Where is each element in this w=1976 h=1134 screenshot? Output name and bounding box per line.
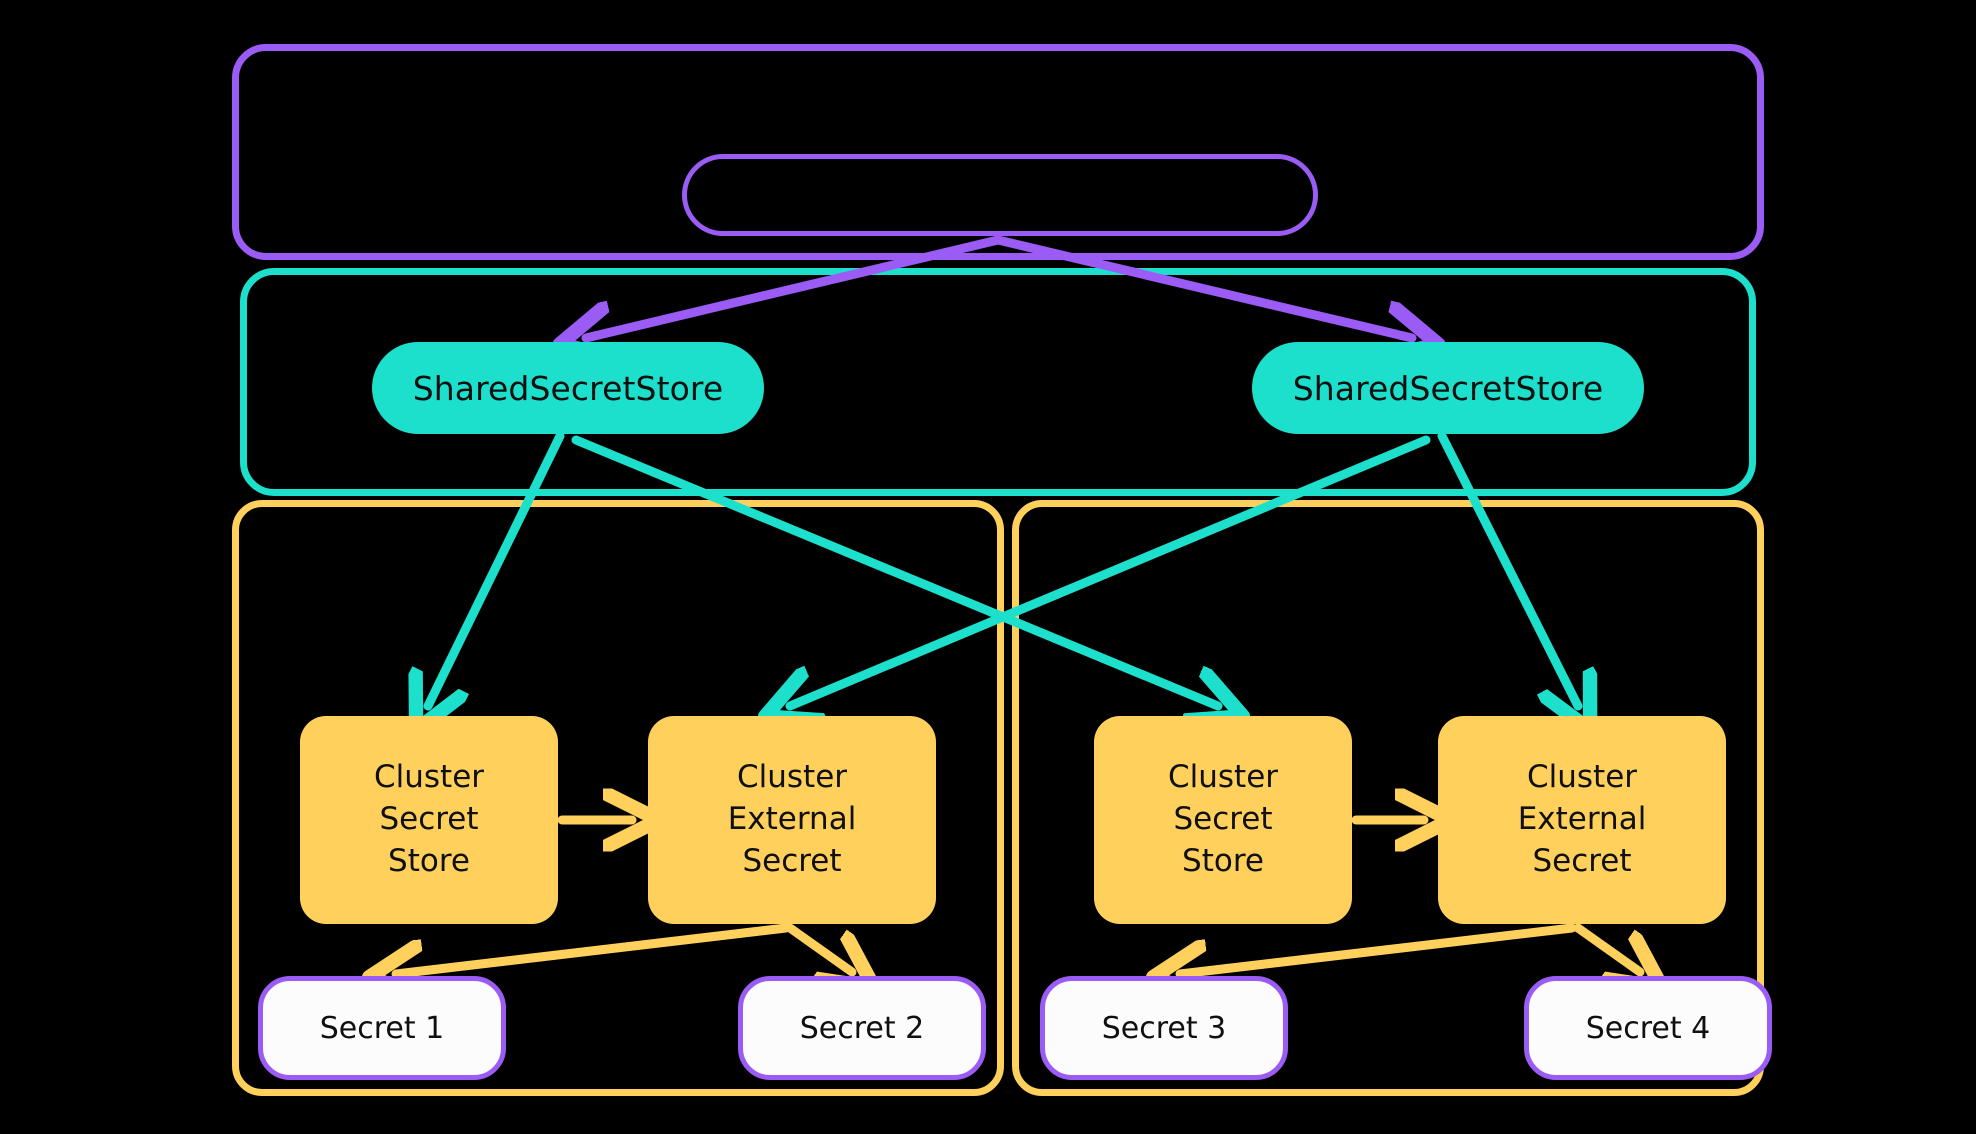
- node-secret-2-label: Secret 2: [799, 1010, 925, 1046]
- node-cluster1-secret-store-text: Cluster Secret Store: [374, 758, 484, 881]
- text-line-2: External: [727, 801, 857, 838]
- node-cluster2-external-secret-text: Cluster External Secret: [1518, 758, 1647, 881]
- node-secret-2[interactable]: Secret 2: [738, 976, 986, 1080]
- node-cluster2-external-secret[interactable]: Cluster External Secret: [1438, 716, 1726, 924]
- node-cluster2-secret-store-text: Cluster Secret Store: [1168, 758, 1278, 881]
- node-shared-secret-store-left[interactable]: SharedSecretStore: [372, 342, 764, 434]
- node-secret-1[interactable]: Secret 1: [258, 976, 506, 1080]
- node-cluster1-external-secret[interactable]: Cluster External Secret: [648, 716, 936, 924]
- node-secret-3-label: Secret 3: [1101, 1010, 1227, 1046]
- text-line-1: Cluster: [1526, 759, 1638, 796]
- text-line-3: Secret: [742, 842, 842, 879]
- node-secret-4-label: Secret 4: [1585, 1010, 1711, 1046]
- node-secret-4[interactable]: Secret 4: [1524, 976, 1772, 1080]
- text-line-3: Store: [388, 842, 470, 879]
- text-line-2: Secret: [379, 801, 479, 838]
- node-shared-secret-store-right[interactable]: SharedSecretStore: [1252, 342, 1644, 434]
- text-line-1: Cluster: [373, 759, 485, 796]
- text-line-1: Cluster: [736, 759, 848, 796]
- text-line-2: Secret: [1173, 801, 1273, 838]
- node-cluster1-secret-store[interactable]: Cluster Secret Store: [300, 716, 558, 924]
- text-line-2: External: [1517, 801, 1647, 838]
- node-secret-1-label: Secret 1: [319, 1010, 445, 1046]
- node-cluster1-external-secret-text: Cluster External Secret: [728, 758, 857, 881]
- text-line-3: Secret: [1532, 842, 1632, 879]
- node-cluster2-secret-store[interactable]: Cluster Secret Store: [1094, 716, 1352, 924]
- node-global-secret-store[interactable]: [682, 154, 1318, 236]
- node-secret-3[interactable]: Secret 3: [1040, 976, 1288, 1080]
- text-line-3: Store: [1182, 842, 1264, 879]
- text-line-1: Cluster: [1167, 759, 1279, 796]
- node-shared-secret-store-right-label: SharedSecretStore: [1292, 368, 1604, 408]
- node-shared-secret-store-left-label: SharedSecretStore: [412, 368, 724, 408]
